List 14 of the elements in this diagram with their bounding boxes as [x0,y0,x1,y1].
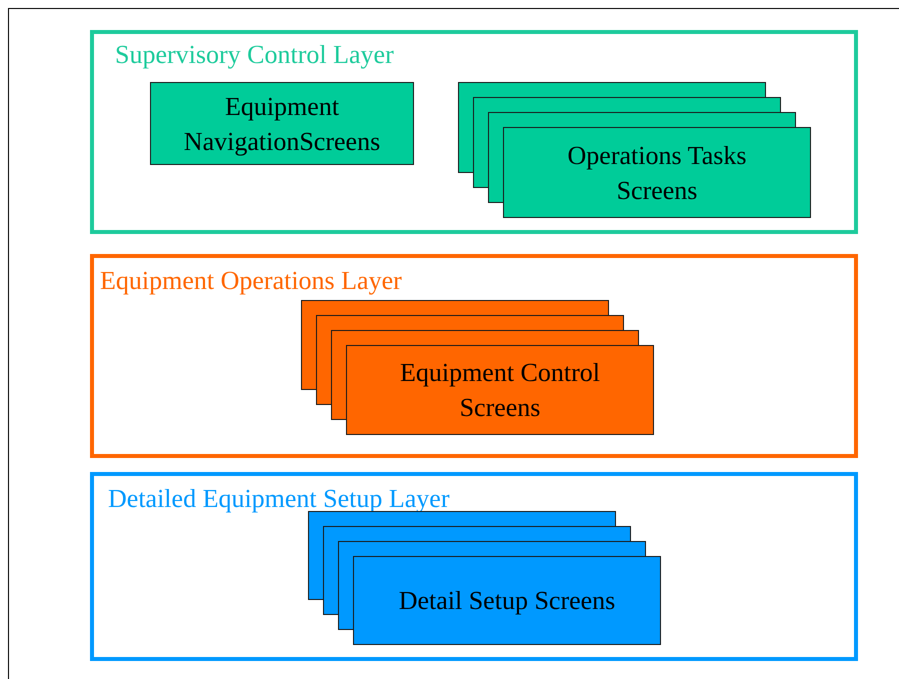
stacked-screens-drawing [308,511,661,645]
layer-frame [90,254,858,458]
stacked-screens-drawing [301,300,654,435]
screen-label: Detail Setup Screens [398,585,616,617]
screen-label: Operations Tasks Screens [566,140,748,206]
stacked-screens-drawing [458,82,811,218]
screen-box [150,82,414,165]
layer-frame [90,472,858,661]
layer-title: Equipment Operations Layer [100,266,402,296]
layer-title: Detailed Equipment Setup Layer [108,484,450,514]
screen-label: Equipment Control Screens [398,357,602,424]
layer-frame [90,30,858,234]
screen-label: Equipment NavigationScreens [182,90,382,158]
layer-title: Supervisory Control Layer [115,40,394,70]
